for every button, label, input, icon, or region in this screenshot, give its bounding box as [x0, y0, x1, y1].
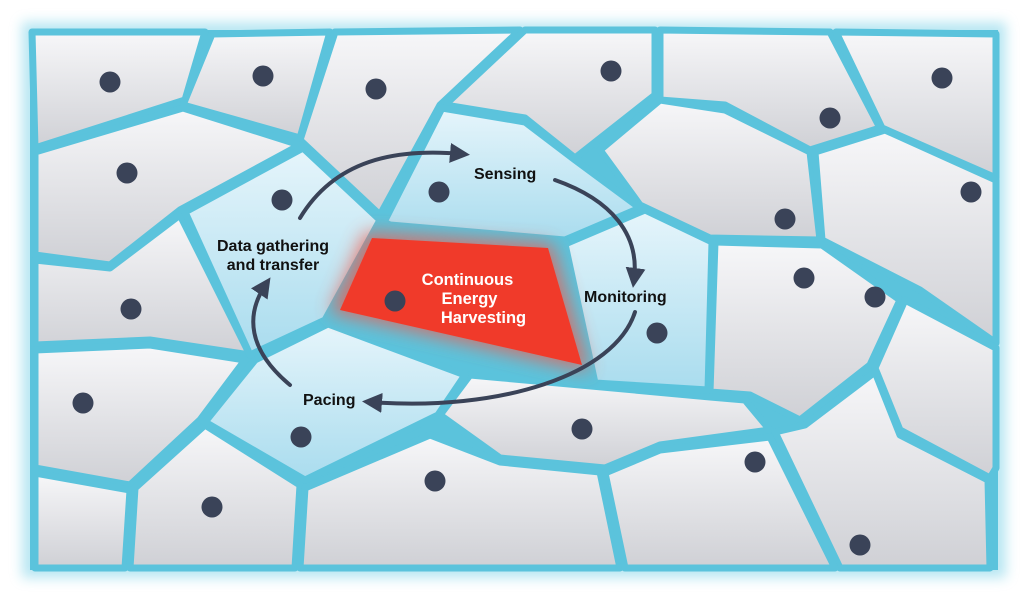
nucleus — [931, 67, 953, 89]
cell — [771, 368, 994, 572]
nuclei — [72, 60, 982, 556]
cell — [706, 238, 904, 424]
pacing-label: Pacing — [303, 392, 356, 409]
sensing-label: Sensing — [474, 166, 537, 183]
nucleus — [290, 426, 312, 448]
nucleus — [365, 78, 387, 100]
center-label-line-1: Continuous — [421, 271, 514, 289]
nucleus — [774, 208, 796, 230]
active-cells — [181, 104, 716, 484]
energy-core-shape — [340, 238, 582, 365]
inactive-cells — [28, 26, 1000, 572]
nucleus — [201, 496, 223, 518]
cell — [436, 371, 774, 472]
monitoring-label: Monitoring — [584, 289, 667, 306]
data-gathering-line-1: Data gathering — [217, 238, 330, 255]
nucleus — [120, 298, 142, 320]
arrow-pacing-to-data — [250, 277, 292, 387]
arrow-data-to-sensing — [298, 142, 470, 220]
center-label: Continuous Energy Harvesting — [395, 271, 540, 328]
cell — [561, 206, 716, 394]
nucleus — [252, 65, 274, 87]
nucleus — [271, 189, 293, 211]
cell — [126, 421, 304, 572]
nucleus — [116, 162, 138, 184]
nucleus — [72, 392, 94, 414]
energy-core — [330, 232, 590, 372]
data-gathering-line-2: and transfer — [226, 257, 320, 274]
cell — [31, 469, 134, 572]
cell — [296, 431, 624, 572]
cell — [31, 341, 249, 489]
center-label-line-2: Energy — [441, 290, 498, 308]
cell — [811, 126, 1000, 347]
arrow-monitoring-to-pacing — [362, 310, 637, 413]
nucleus — [646, 322, 668, 344]
cell — [601, 433, 839, 572]
cell — [31, 104, 304, 269]
nucleus — [600, 60, 622, 82]
center-label-line-3: Harvesting — [440, 309, 527, 327]
nucleus — [960, 181, 982, 203]
nucleus — [99, 71, 121, 93]
nucleus — [424, 470, 446, 492]
nucleus — [819, 107, 841, 129]
nucleus — [428, 181, 450, 203]
nucleus — [864, 286, 886, 308]
nucleus — [744, 451, 766, 473]
cycle-arrows — [250, 142, 646, 413]
cell — [380, 104, 644, 244]
nucleus — [793, 267, 815, 289]
arrow-sensing-to-monitoring — [553, 178, 646, 288]
nucleus — [384, 290, 406, 312]
nucleus — [849, 534, 871, 556]
nucleus — [571, 418, 593, 440]
data-gathering-label: Data gathering and transfer — [217, 237, 329, 275]
